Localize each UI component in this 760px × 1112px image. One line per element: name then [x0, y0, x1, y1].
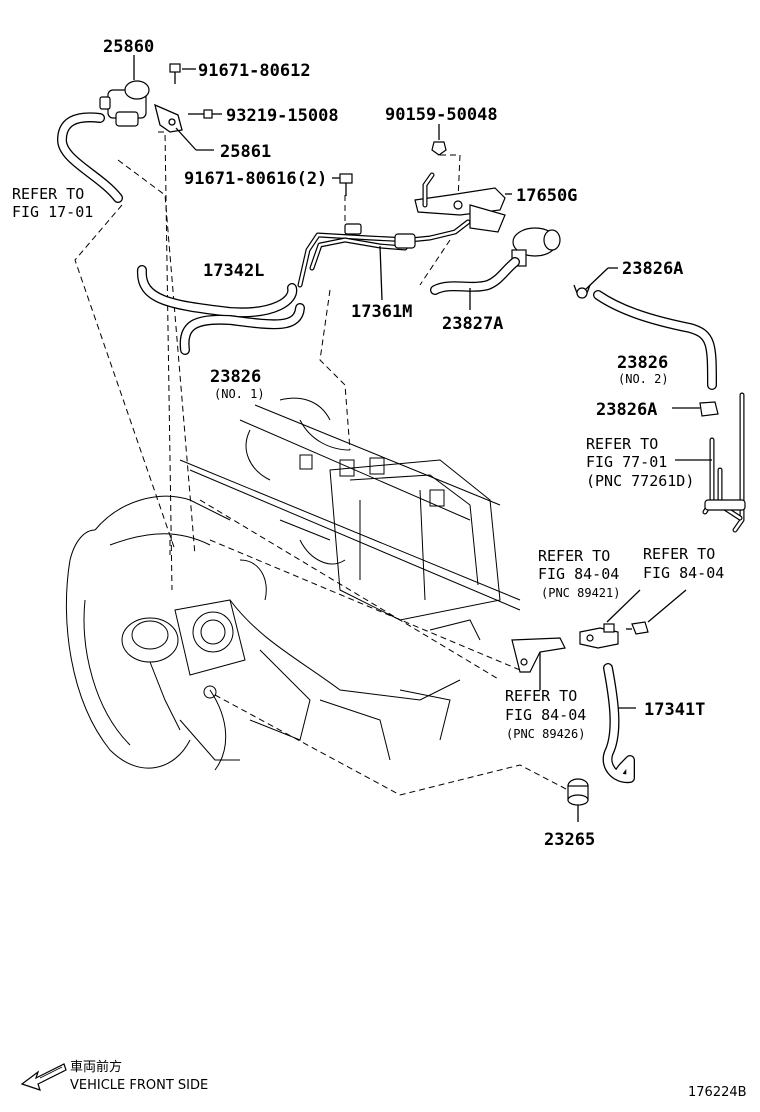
hose-23827A[interactable] — [430, 257, 520, 295]
leader-fig-84-04 — [647, 589, 687, 623]
part-25860-vsv[interactable] — [99, 55, 150, 127]
figure-id: 176224B — [688, 1085, 747, 1100]
hose-17341T[interactable] — [602, 663, 635, 784]
label-93219-15008[interactable]: 93219-15008 — [226, 106, 339, 126]
ref-fig-77-01-line2[interactable]: FIG 77-01 — [586, 453, 667, 471]
label-23826A-top[interactable]: 23826A — [622, 259, 683, 279]
bracket-fig-84-04-89426[interactable] — [511, 637, 566, 673]
ref-fig-84-04-89426-line1[interactable]: REFER TO — [505, 687, 577, 705]
dashed-leader-lines — [74, 131, 569, 796]
ref-fig-84-04-89421-line2[interactable]: FIG 84-04 — [538, 565, 619, 583]
ref-fig-84-04-89421-line1[interactable]: REFER TO — [538, 547, 610, 565]
label-23826-no1-sub: (NO. 1) — [214, 387, 265, 401]
part-23265-sensor[interactable] — [567, 778, 589, 806]
leader-25861 — [175, 127, 197, 151]
ref-fig-77-01-line1[interactable]: REFER TO — [586, 435, 658, 453]
label-25860[interactable]: 25860 — [103, 37, 154, 57]
label-17361M[interactable]: 17361M — [351, 302, 412, 322]
label-23265[interactable]: 23265 — [544, 830, 595, 850]
label-90159-50048[interactable]: 90159-50048 — [385, 105, 498, 125]
part-17650G-valve[interactable] — [414, 172, 561, 267]
label-23827A[interactable]: 23827A — [442, 314, 503, 334]
clamp-23826A-top[interactable] — [573, 284, 591, 299]
label-25861[interactable]: 25861 — [220, 142, 271, 162]
ref-fig-84-04-89421-line3[interactable]: (PNC 89421) — [541, 586, 620, 600]
label-91671-80616[interactable]: 91671-80616(2) — [184, 169, 327, 189]
ref-fig-77-01-line3[interactable]: (PNC 77261D) — [586, 472, 694, 490]
bolt-91671-80612[interactable] — [169, 63, 181, 84]
bolt-fig-84-04[interactable] — [626, 621, 649, 635]
bolt-91671-80616[interactable] — [339, 173, 353, 196]
label-23826A-mid[interactable]: 23826A — [596, 400, 657, 420]
sensor-fig-84-04-89421[interactable] — [579, 623, 619, 649]
hose-17342L[interactable] — [136, 265, 298, 318]
label-17341T[interactable]: 17341T — [644, 700, 705, 720]
part-number-labels: 25860 91671-80612 93219-15008 25861 9167… — [103, 37, 705, 850]
clamp-23826A-mid[interactable] — [699, 401, 719, 417]
label-91671-80612[interactable]: 91671-80612 — [198, 61, 311, 81]
hose-to-fig-17-01[interactable] — [57, 112, 123, 203]
ref-fig-84-04-line1[interactable]: REFER TO — [643, 545, 715, 563]
label-17650G[interactable]: 17650G — [516, 186, 577, 206]
hose-23826-no2[interactable] — [593, 290, 717, 390]
direction-label-jp: 車両前方 — [70, 1059, 122, 1075]
bolt-90159-50048[interactable] — [431, 141, 447, 156]
ref-fig-84-04-89426-line2[interactable]: FIG 84-04 — [505, 706, 586, 724]
footer: 車両前方 VEHICLE FRONT SIDE 176224B — [20, 1059, 747, 1100]
figure-reference-labels: REFER TO FIG 17-01 REFER TO FIG 77-01 (P… — [12, 185, 724, 741]
ref-fig-17-01-line1[interactable]: REFER TO — [12, 185, 84, 203]
part-25861-bracket[interactable] — [154, 103, 183, 133]
arrow-left-down-icon — [20, 1063, 67, 1091]
ref-fig-84-04-89426-line3[interactable]: (PNC 89426) — [506, 727, 585, 741]
direction-label-en: VEHICLE FRONT SIDE — [70, 1078, 208, 1093]
label-17342L[interactable]: 17342L — [203, 261, 264, 281]
label-23826-no1[interactable]: 23826 — [210, 367, 261, 387]
leader-fig-84-04-89421 — [606, 589, 641, 623]
hose-23826-no1[interactable] — [179, 303, 305, 355]
label-23826-no2[interactable]: 23826 — [617, 353, 668, 373]
engine-assembly-drawing — [65, 397, 521, 771]
ref-fig-17-01-line2[interactable]: FIG 17-01 — [12, 203, 93, 221]
label-23826-no2-sub: (NO. 2) — [618, 372, 669, 386]
bolt-93219-15008[interactable] — [188, 109, 213, 119]
leader-23826A-top — [585, 267, 609, 290]
pipe-17361M[interactable] — [297, 219, 471, 288]
ref-fig-84-04-line2[interactable]: FIG 84-04 — [643, 564, 724, 582]
leader-17361M — [379, 245, 383, 301]
